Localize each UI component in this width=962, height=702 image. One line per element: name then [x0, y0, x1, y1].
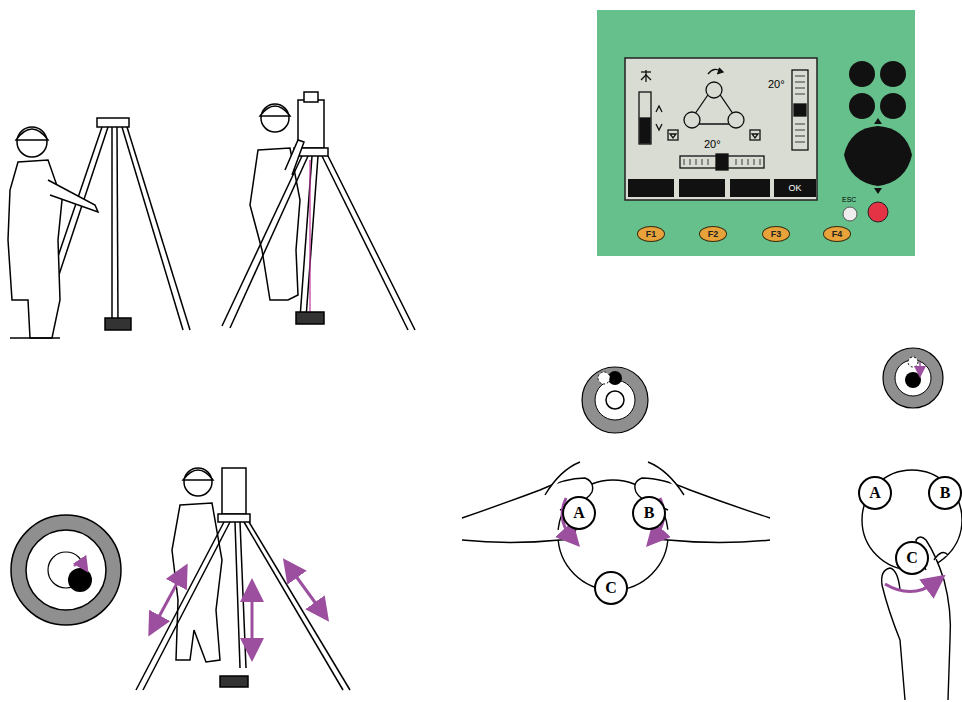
node-text: C [906, 549, 918, 567]
function-key: F2 [699, 226, 727, 242]
key-label: ESC [842, 196, 856, 203]
footscrew-circle: C [895, 541, 929, 575]
function-key: F4 [823, 226, 851, 242]
footscrew-circle: C [594, 571, 628, 605]
node-text: B [940, 484, 951, 502]
turn-arrows [562, 498, 664, 538]
node-text: F4 [832, 229, 843, 239]
small-bubble [582, 367, 648, 433]
circular-bubble [11, 515, 121, 625]
small-bubble-centred [883, 348, 943, 408]
node-text: F1 [646, 229, 657, 239]
function-key: F3 [762, 226, 790, 242]
softkey: OK [774, 179, 816, 197]
tripod-setup [8, 118, 190, 338]
leg-adjustment [136, 468, 350, 690]
footscrew-circle: A [858, 476, 892, 510]
node-text: F3 [771, 229, 782, 239]
node-text: OK [788, 183, 801, 193]
footscrew-circle: B [928, 476, 962, 510]
instrument-setup [222, 92, 415, 330]
node-text: C [605, 579, 617, 597]
node-text: A [573, 504, 585, 522]
node-text: B [644, 504, 655, 522]
angle-value: 20° [768, 78, 785, 90]
adjust-arrows [154, 568, 322, 650]
node-text: A [869, 484, 881, 502]
footscrew-circle: A [562, 496, 596, 530]
control-panel [597, 10, 915, 256]
footscrew-circle: B [632, 496, 666, 530]
node-text: F2 [708, 229, 719, 239]
angle-value: 20° [704, 138, 721, 150]
turn-arrow [885, 582, 936, 592]
function-key: F1 [637, 226, 665, 242]
